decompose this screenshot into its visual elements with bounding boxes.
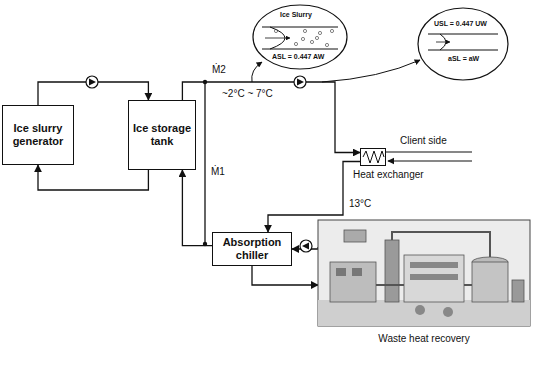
chiller-box: Absorption chiller	[212, 232, 292, 266]
leader-line	[322, 60, 420, 82]
annotation-label: aSL = aW	[448, 55, 479, 63]
client-line	[388, 160, 472, 161]
tank-box: Ice storage tank	[128, 100, 196, 170]
pipe-connector	[182, 82, 360, 153]
annotation-label: Ṁ2	[212, 64, 226, 76]
pump-symbol	[300, 240, 312, 252]
annotation-label: Ṁ1	[211, 166, 225, 178]
waste-heat-photo: Waste heat recovery	[318, 220, 530, 345]
pump-symbol	[86, 76, 98, 88]
pipe-connector	[182, 170, 212, 246]
node-label: Absorption chiller	[216, 236, 288, 262]
node-label: Waste heat recovery	[318, 333, 530, 344]
junction-dot	[203, 80, 207, 84]
node-label: Ice slurry generator	[6, 122, 70, 148]
client-line	[386, 151, 472, 152]
generator-box: Ice slurry generator	[2, 105, 74, 165]
bypass-line	[204, 82, 205, 244]
node-label: Heat exchanger	[353, 169, 424, 180]
annotation-label: ~2°C ~ 7°C	[222, 88, 273, 100]
pump-symbol	[294, 76, 306, 88]
callout-circle	[253, 5, 347, 69]
leader-line	[252, 62, 262, 82]
junction-dot	[203, 242, 207, 246]
plant-illustration	[318, 220, 530, 326]
exchanger-symbol	[363, 151, 384, 163]
annotation-label: Client side	[400, 135, 447, 147]
node-label: Ice storage tank	[132, 122, 192, 148]
annotation-label: USL = 0.447 UW	[434, 20, 487, 28]
heat-exchanger-box: Heat exchanger	[360, 148, 386, 166]
callout-circle	[418, 8, 508, 80]
pipe-connector	[252, 266, 318, 285]
annotation-label: 13°C	[349, 198, 371, 210]
annotation-label: Ice Slurry	[280, 11, 312, 19]
annotation-label: ASL = 0.447 AW	[272, 53, 324, 61]
pipe-connector	[38, 165, 148, 190]
